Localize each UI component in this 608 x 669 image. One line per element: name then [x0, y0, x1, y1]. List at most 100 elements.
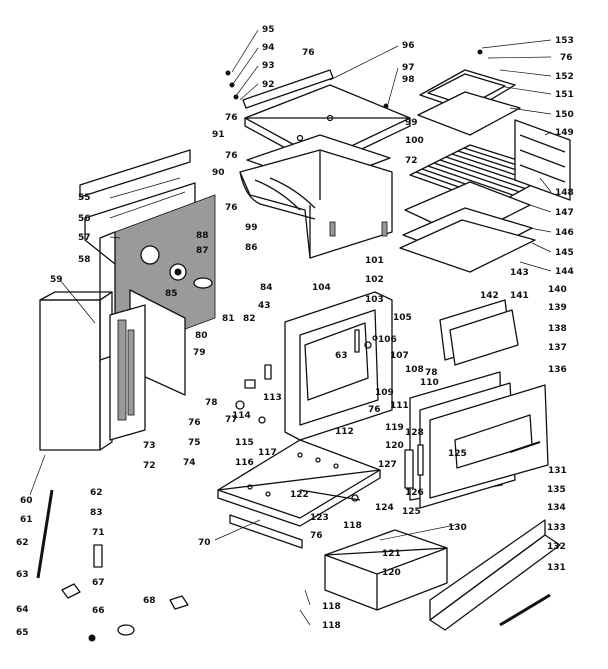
bottom-front-trim: [229, 514, 303, 549]
callout: 99: [245, 223, 258, 233]
callout: 116: [235, 458, 254, 468]
callout: 145: [555, 248, 574, 258]
callout: 61: [20, 515, 33, 525]
callout: 119: [385, 423, 404, 433]
callout: 84: [260, 283, 273, 293]
callout: 76: [225, 203, 238, 213]
callout: 72: [143, 461, 156, 471]
callout: 78: [205, 398, 218, 408]
oven-cavity: [284, 291, 393, 441]
callout: 108: [405, 365, 424, 375]
callout: 75: [188, 438, 201, 448]
callout: 76: [225, 113, 238, 123]
bottom-burner-panel: [217, 439, 381, 527]
callout: 105: [393, 313, 412, 323]
rack-wire: [439, 159, 526, 190]
broiler-pan: [399, 181, 536, 273]
callout: 135: [547, 485, 566, 495]
callout: 64: [16, 605, 29, 615]
callout: 74: [183, 458, 196, 468]
callout: 131: [547, 563, 566, 573]
callout: 114: [232, 411, 251, 421]
callout: 112: [335, 427, 354, 437]
callout: 113: [263, 393, 282, 403]
callout: 58: [78, 255, 91, 265]
leader-lines: [29, 29, 552, 626]
door-window-glass: [439, 299, 519, 366]
callout: 79: [193, 348, 206, 358]
callout: 76: [188, 418, 201, 428]
callout: 117: [258, 448, 277, 458]
callout: 102: [365, 275, 384, 285]
callout: 143: [510, 268, 529, 278]
callout: 60: [20, 496, 33, 506]
callout: 141: [510, 291, 529, 301]
callout: 67: [92, 578, 105, 588]
callout: 56: [78, 214, 91, 224]
callout: 123: [310, 513, 329, 523]
rear-trim-bar: [242, 69, 334, 109]
callout: 110: [420, 378, 439, 388]
callout: 133: [547, 523, 566, 533]
oven-burner-parts: [235, 364, 272, 424]
callout: 62: [90, 488, 103, 498]
control-frame: [109, 304, 146, 441]
callout: 106: [378, 335, 397, 345]
callout: 81: [222, 314, 235, 324]
callout: 76: [560, 53, 573, 63]
door-hinge: [404, 444, 424, 489]
callout: 97: [402, 63, 415, 73]
callout: 92: [262, 80, 275, 90]
callout: 86: [245, 243, 258, 253]
callout: 124: [375, 503, 394, 513]
callout: 65: [16, 628, 29, 638]
callout: 132: [547, 542, 566, 552]
callout: 147: [555, 208, 574, 218]
shelf-guide-panel: [514, 119, 571, 201]
callout: 107: [390, 351, 409, 361]
callout: 66: [92, 606, 105, 616]
top-screws: [225, 49, 483, 109]
callout: 127: [378, 460, 397, 470]
callout: 78: [425, 368, 438, 378]
rack-wire: [433, 162, 520, 193]
gas-regulator: [140, 245, 213, 289]
callout: 100: [405, 136, 424, 146]
left-front-side-panel: [39, 291, 113, 451]
callout: 122: [290, 490, 309, 500]
callout: 85: [165, 289, 178, 299]
drawer-front-panel: [429, 519, 561, 631]
callout: 57: [78, 233, 91, 243]
callout: 149: [555, 128, 574, 138]
callout: 126: [405, 488, 424, 498]
callout: 77: [225, 415, 238, 425]
callout: 90: [212, 168, 225, 178]
callout-labels: 153 76 152 151 150 149 148 147 146 145 1…: [16, 25, 574, 638]
callout: 120: [382, 568, 401, 578]
callout: 103: [365, 295, 384, 305]
callout: 130: [448, 523, 467, 533]
callout: 88: [196, 231, 209, 241]
callout: 136: [548, 365, 567, 375]
callout: 63: [335, 351, 348, 361]
callout: 43: [258, 301, 271, 311]
callout: 73: [143, 441, 156, 451]
callout: 104: [312, 283, 331, 293]
callout: 76: [302, 48, 315, 58]
callout: 153: [555, 36, 574, 46]
broiler-pan-assembly: [299, 489, 361, 502]
callout: 128: [405, 428, 424, 438]
small-hardware: [36, 489, 189, 642]
callout: 131: [548, 466, 567, 476]
callout: 82: [243, 314, 256, 324]
callout: 152: [555, 72, 574, 82]
callout: 139: [548, 303, 567, 313]
callout: 76: [368, 405, 381, 415]
callout: 109: [375, 388, 394, 398]
callout: 80: [195, 331, 208, 341]
callout: 125: [448, 449, 467, 459]
oven-door-assembly: [409, 371, 549, 509]
storage-drawer: [324, 529, 448, 611]
callout: 118: [322, 602, 341, 612]
